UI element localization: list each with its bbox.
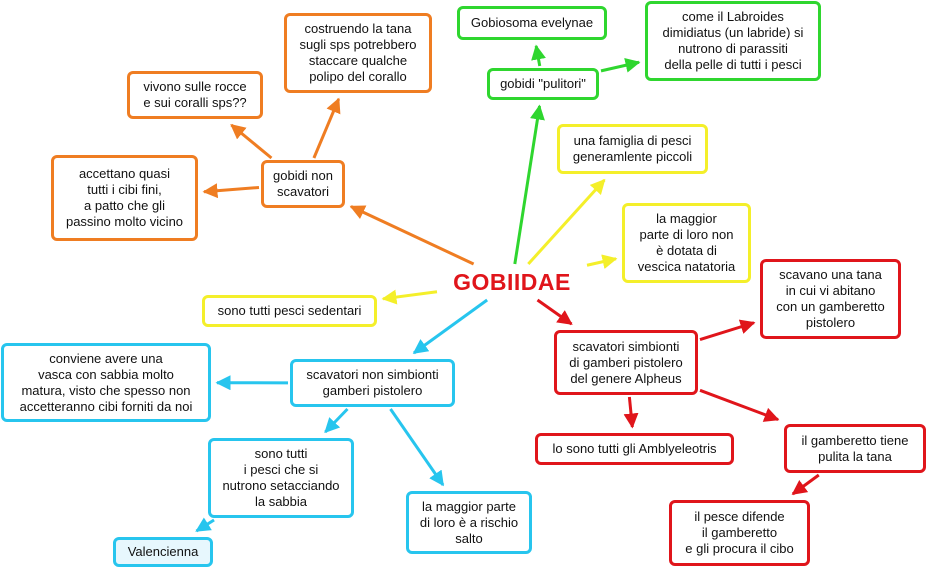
node-pesce-difende-gamberetto: il pesce difende il gamberetto e gli pro… [669,500,810,566]
node-label: scavatori simbionti di gamberi pistolero… [569,338,683,386]
link-gamberetto_pulita-to-pesce_difende [791,473,820,496]
node-gobidi-pulitori: gobidi "pulitori" [487,68,599,100]
node-label: lo sono tutti gli Amblyeleotris [552,441,717,456]
link-root-to-famiglia_piccoli [527,178,606,266]
link-setacciando-to-valenciennea [195,517,215,533]
node-valencienna: Valencienna [113,537,213,567]
node-scavatori-non-simbionti: scavatori non simbionti gamberi pistoler… [290,359,455,407]
node-label: Valencienna [127,544,199,559]
link-gobidi_non_scavatori-to-costruendo_tana [312,97,341,159]
node-label: vivono sulle rocce e sui coralli sps?? [143,79,247,110]
node-pesci-sedentari: sono tutti pesci sedentari [202,295,377,327]
node-label: la maggior parte di loro non è dotata di… [637,211,736,274]
node-gobiosoma-evelynae: Gobiosoma evelynae [457,6,607,40]
node-vescica-natatoria: la maggior parte di loro non è dotata di… [622,203,751,283]
node-scavatori-simbionti: scavatori simbionti di gamberi pistolero… [554,330,698,395]
node-accettano-cibi-fini: accettano quasi tutti i cibi fini, a pat… [51,155,198,241]
link-scavatori_non_simbionti-to-rischio_salto [389,408,445,487]
node-label: la maggior parte di loro è a rischio sal… [419,498,519,546]
link-root-to-vescica [586,254,618,270]
node-scavano-una-tana: scavano una tana in cui vi abitano con u… [760,259,901,339]
node-costruendo-la-tana: costruendo la tana sugli sps potrebbero … [284,13,432,93]
node-gobidi-non-scavatori: gobidi non scavatori [261,160,345,208]
node-label: il gamberetto tiene pulita la tana [801,432,909,464]
node-famiglia-pesci-piccoli: una famiglia di pesci generamlente picco… [557,124,708,174]
node-label: scavano una tana in cui vi abitano con u… [776,267,885,330]
node-label: gobidi non scavatori [273,168,333,199]
node-label: scavatori non simbionti gamberi pistoler… [306,367,439,398]
node-conviene-sabbia-matura: conviene avere una vasca con sabbia molt… [1,343,211,422]
link-gobidi_non_scavatori-to-vivono_rocce [230,123,273,160]
node-label: conviene avere una vasca con sabbia molt… [19,350,193,414]
root-concept-gobiidae: GOBIIDAE [439,266,585,298]
node-vivono-sulle-rocce: vivono sulle rocce e sui coralli sps?? [127,71,263,119]
link-root-to-scavatori_non_simbionti [412,298,489,355]
link-root-to-scavatori_simbionti [536,298,573,326]
link-gobidi_non_scavatori-to-accettano_cibi [202,183,260,199]
link-scavatori_non_simbionti-to-setacciando [324,407,349,434]
node-label: Gobiosoma evelynae [470,15,594,30]
node-labroides-dimidiatus: come il Labroides dimidiatus (un labride… [645,1,821,81]
node-label: una famiglia di pesci generamlente picco… [572,133,693,164]
node-label: sono tutti pesci sedentari [217,303,362,318]
link-scavatori_simbionti-to-scavano_tana [699,319,756,341]
node-label: accettano quasi tutti i cibi fini, a pat… [65,166,184,229]
node-label: costruendo la tana sugli sps potrebbero … [299,21,417,84]
node-gamberetto-pulita-la-tana: il gamberetto tiene pulita la tana [784,424,926,473]
node-label: come il Labroides dimidiatus (un labride… [662,9,804,72]
node-amblyeleotris: lo sono tutti gli Amblyeleotris [535,433,734,465]
link-scavatori_simbionti-to-gamberetto_pulita [699,388,780,422]
node-nutrono-setacciando-sabbia: sono tutti i pesci che si nutrono setacc… [208,438,354,518]
node-label: il pesce difende il gamberetto e gli pro… [685,509,794,556]
link-gobidi_pulitori-to-labroides [600,57,641,73]
link-root-to-gobidi_non_scavatori [349,205,475,266]
link-root-to-sedentari [381,289,438,305]
link-gobidi_pulitori-to-gobiosoma [531,44,546,67]
link-scavatori_simbionti-to-amblyeleotris [623,396,639,429]
node-rischio-salto: la maggior parte di loro è a rischio sal… [406,491,532,554]
node-label: sono tutti i pesci che si nutrono setacc… [222,446,340,509]
node-label: gobidi "pulitori" [500,76,586,91]
link-root-to-gobidi_pulitori [513,104,545,265]
